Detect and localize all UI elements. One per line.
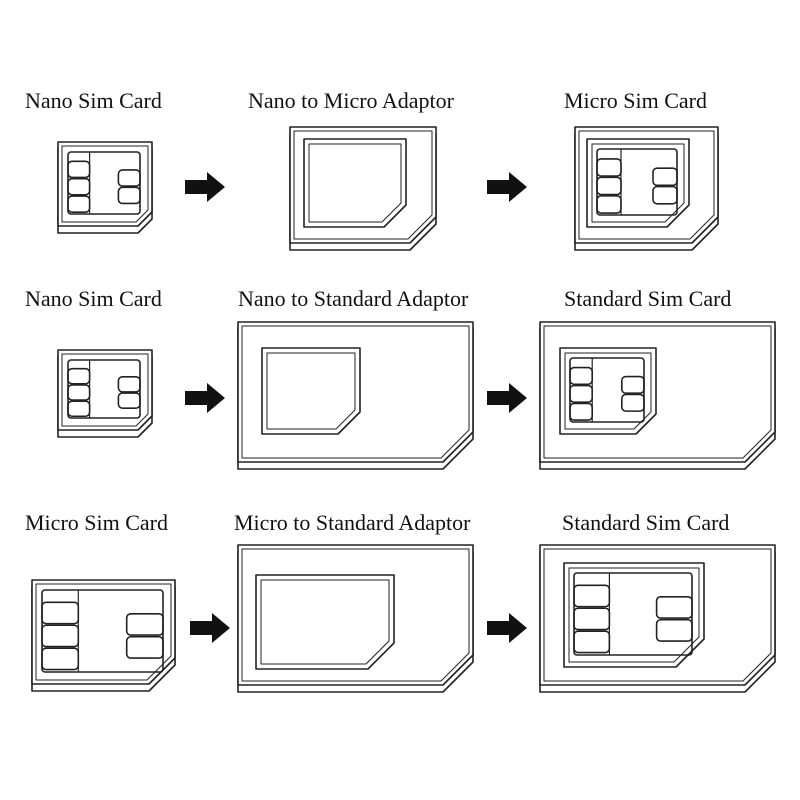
arrow-right-icon <box>487 613 527 643</box>
micro-sim-card <box>574 126 719 251</box>
row1-adaptor-label: Nano to Micro Adaptor <box>248 88 454 113</box>
nano-to-micro-adaptor <box>289 126 437 251</box>
arrow-right-icon <box>190 613 230 643</box>
row3-adaptor-label: Micro to Standard Adaptor <box>234 510 471 535</box>
row3-from-label: Micro Sim Card <box>25 510 168 535</box>
arrow-right-icon <box>185 383 225 413</box>
nano-sim-card <box>57 349 153 438</box>
nano-sim-card <box>57 141 153 234</box>
micro-sim-card <box>31 579 176 692</box>
row2-from-label: Nano Sim Card <box>25 286 162 311</box>
standard-sim-card <box>539 544 776 693</box>
micro-to-standard-adaptor <box>237 544 474 693</box>
standard-sim-card <box>539 321 776 470</box>
row1-result-label: Micro Sim Card <box>564 88 707 113</box>
arrow-right-icon <box>185 172 225 202</box>
arrow-right-icon <box>487 383 527 413</box>
row2-adaptor-label: Nano to Standard Adaptor <box>238 286 469 311</box>
row3-result-label: Standard Sim Card <box>562 510 730 535</box>
arrow-right-icon <box>487 172 527 202</box>
row2-result-label: Standard Sim Card <box>564 286 732 311</box>
row1-from-label: Nano Sim Card <box>25 88 162 113</box>
nano-to-standard-adaptor <box>237 321 474 470</box>
